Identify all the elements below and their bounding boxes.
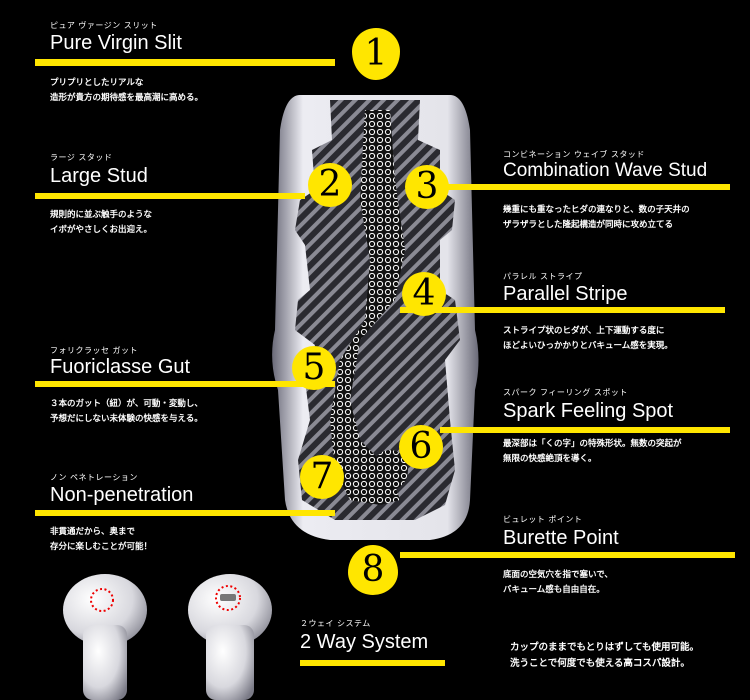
leader-bar-4 — [400, 307, 725, 313]
feature-3-title: Combination Wave Stud — [503, 160, 708, 181]
number-badge-3: 3 — [405, 165, 449, 209]
feature-1-ruby: ピュア ヴァージン スリット — [50, 21, 158, 30]
feature-9-desc: カップのままでもとりはずしても使用可能。洗うことで何度でも使える高コスパ設計。 — [510, 642, 700, 669]
leader-bar-6 — [440, 427, 730, 433]
feature-1-desc: プリプリとしたリアルな造形が貴方の期待感を最高潮に高める。 — [50, 78, 204, 103]
leader-bar-8 — [400, 552, 735, 558]
feature-2-ruby: ラージ スタッド — [50, 153, 113, 162]
feature-6-ruby: スパーク フィーリング スポット — [503, 388, 628, 397]
feature-8-ruby: ビュレット ポイント — [503, 515, 583, 524]
leader-bar-2 — [35, 193, 305, 199]
feature-4-title: Parallel Stripe — [503, 283, 628, 305]
feature-4-ruby: パラレル ストライプ — [503, 272, 583, 281]
feature-1-title: Pure Virgin Slit — [50, 32, 182, 54]
feature-4-desc: ストライプ状のヒダが、上下運動する度にほどよいひっかかりとバキューム感を実現。 — [503, 326, 673, 351]
feature-9-title: 2 Way System — [300, 631, 429, 653]
leader-bar-7 — [35, 510, 335, 516]
feature-3-desc: 幾重にも重なったヒダの連なりと、数の子天井のザラザラとした隆起構造が同時に攻め立… — [503, 205, 690, 230]
feature-5-title: Fuoriclasse Gut — [50, 356, 191, 378]
number-badge-7: 7 — [300, 455, 344, 499]
feature-9-ruby: ２ウェイ システム — [300, 619, 371, 628]
feature-5-ruby: フォリクラッセ ガット — [50, 346, 139, 355]
feature-7-desc: 非貫通だから、奥まで存分に楽しむことが可能！ — [50, 527, 153, 552]
leader-bar-5 — [35, 381, 335, 387]
feature-2-desc: 規則的に並ぶ触手のようなイボがやさしくお出迎え。 — [50, 210, 153, 235]
leader-bar-1 — [35, 59, 335, 66]
number-badge-5: 5 — [292, 346, 336, 390]
leader-bar-9 — [300, 660, 445, 666]
feature-8-desc: 底面の空気穴を指で塞いで、バキューム感も自由自在。 — [503, 570, 613, 595]
number-badge-4: 4 — [402, 272, 446, 316]
feature-7-title: Non-penetration — [50, 484, 194, 506]
feature-7-ruby: ノン ペネトレーション — [50, 473, 138, 482]
number-badge-1: 1 — [352, 28, 400, 80]
feature-6-desc: 最深部は「くの字」の特殊形状。無数の突起が無限の快感絶頂を導く。 — [503, 439, 682, 464]
feature-8-title: Burette Point — [503, 527, 619, 549]
cup-with-cap-illustration — [63, 574, 147, 700]
number-badge-6: 6 — [399, 425, 443, 469]
feature-5-desc: ３本のガット（紐）が、可動・変動し、予想だにしない未体験の快感を与える。 — [50, 399, 203, 424]
cup-without-cap-illustration — [188, 574, 272, 700]
feature-2-title: Large Stud — [50, 165, 148, 187]
feature-6-title: Spark Feeling Spot — [503, 400, 674, 422]
feature-3-ruby: コンビネーション ウェイブ スタッド — [503, 150, 645, 159]
number-badge-2: 2 — [308, 163, 352, 207]
leader-bar-3 — [445, 184, 730, 190]
number-badge-8: 8 — [348, 545, 398, 595]
